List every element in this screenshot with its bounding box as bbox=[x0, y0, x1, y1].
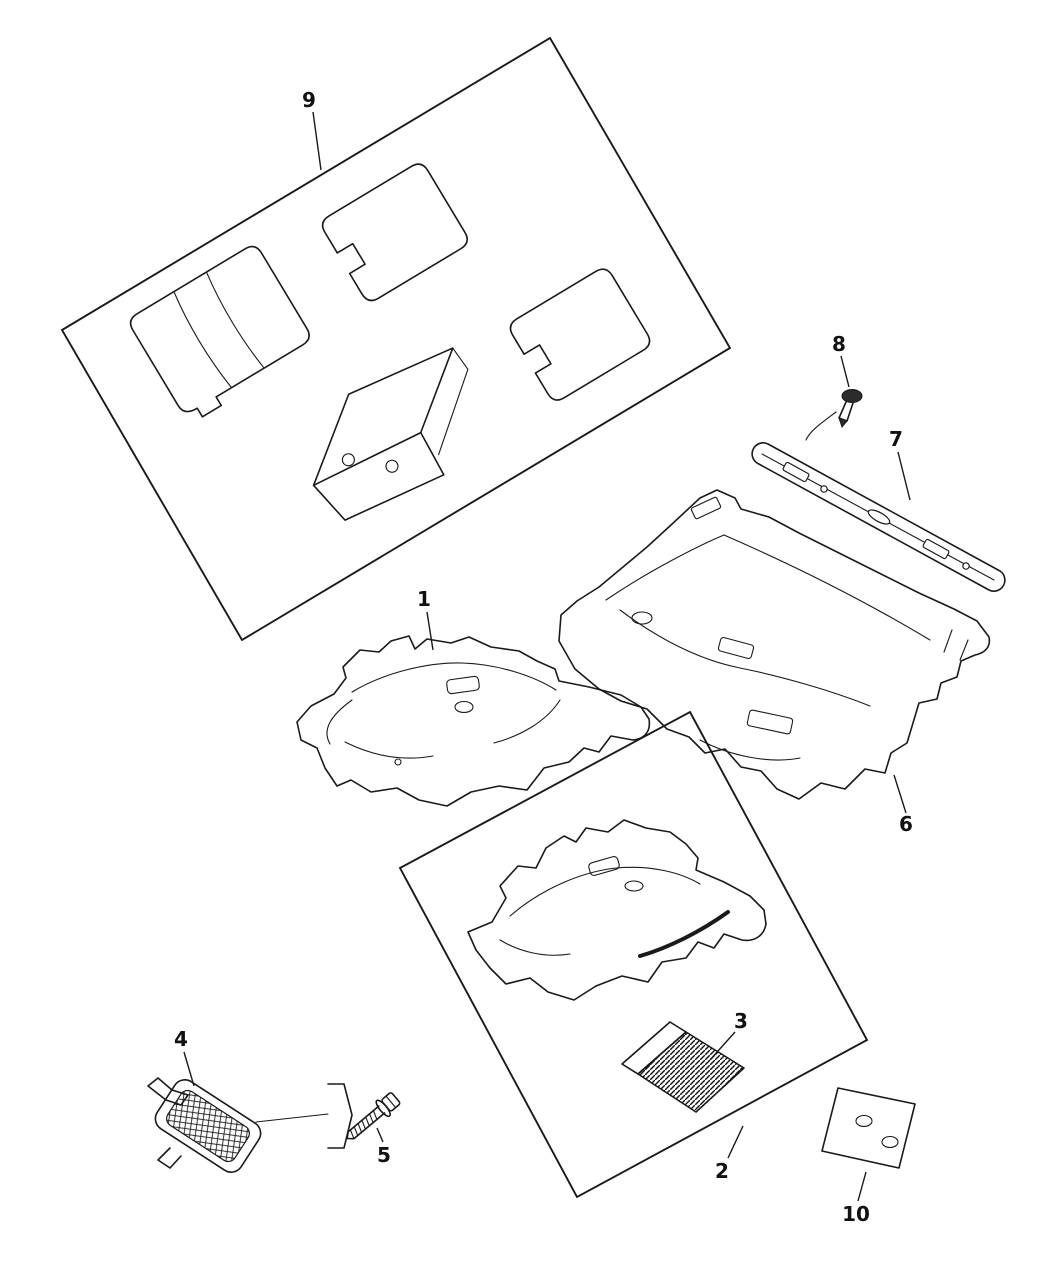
footrest-pad-hatched bbox=[637, 1031, 745, 1113]
dead-pedal-outer bbox=[154, 1079, 262, 1173]
front-carpet-seam-2 bbox=[493, 699, 561, 744]
rear-carpet-rib-1 bbox=[943, 629, 953, 653]
kit-carpet-outline bbox=[467, 819, 767, 1001]
repair-patch-group bbox=[821, 1087, 916, 1169]
sill-slot-1 bbox=[782, 461, 810, 483]
front-carpet-inner-contour bbox=[351, 662, 557, 693]
callout-2-label: 2 bbox=[715, 1159, 729, 1183]
rear-carpet-rib-2 bbox=[959, 639, 969, 661]
callout-2-leader bbox=[727, 1125, 744, 1159]
callout-9-leader bbox=[312, 111, 322, 171]
rear-carpet-bowl-contour bbox=[619, 609, 871, 707]
sill-hole-1 bbox=[820, 485, 828, 493]
callout-6-leader bbox=[893, 774, 907, 814]
front-carpet-recess bbox=[446, 675, 480, 695]
sill-oval bbox=[867, 509, 891, 525]
footrest-pad-group bbox=[621, 1021, 745, 1113]
kit-carpet-recess bbox=[588, 856, 620, 876]
callout-1-leader bbox=[426, 611, 434, 651]
driver-mat-seam-1 bbox=[173, 291, 233, 389]
callout-labels: 1 2 3 4 5 6 7 8 9 10 bbox=[174, 88, 913, 1226]
rear-carpet-recess-1 bbox=[746, 709, 794, 735]
callout-1-label: 1 bbox=[417, 587, 431, 611]
front-carpet-seam-1 bbox=[344, 741, 434, 759]
callout-8-label: 8 bbox=[832, 332, 846, 356]
folded-front-mat bbox=[312, 347, 469, 521]
screw-head-facet bbox=[385, 1095, 397, 1109]
callout-3-label: 3 bbox=[734, 1009, 748, 1033]
rear-carpet-recess-2 bbox=[717, 636, 755, 660]
kit-boundary-box-2 bbox=[398, 710, 869, 1199]
sill-hole-2 bbox=[962, 562, 970, 570]
callout-3-leader bbox=[709, 1031, 736, 1061]
dead-pedal-foot-tab bbox=[157, 1147, 182, 1169]
fastener-install-curve bbox=[805, 411, 837, 441]
rear-carpet-tab-slot bbox=[690, 496, 722, 520]
rear-floor-mat-a bbox=[321, 163, 468, 302]
leader-lines bbox=[183, 111, 911, 1202]
driver-mat-outline bbox=[129, 245, 310, 418]
callout-6-label: 6 bbox=[899, 812, 913, 836]
floor-mats-rotated-group bbox=[129, 163, 651, 521]
mat-grommet-2 bbox=[385, 459, 399, 473]
floor-mat-kit-group bbox=[60, 36, 732, 642]
rear-carpet-inner-right bbox=[723, 534, 931, 641]
dead-pedal-mesh bbox=[166, 1089, 250, 1163]
folded-mat-fold-line bbox=[438, 347, 469, 456]
rear-carpet-inner-top bbox=[605, 534, 725, 601]
front-carpet-outline bbox=[296, 635, 651, 807]
sill-slot-2 bbox=[922, 538, 950, 560]
kit-carpet-edge-band bbox=[638, 910, 730, 958]
rear-carpet-oval-hole bbox=[631, 611, 653, 625]
front-carpet-left-wall bbox=[326, 699, 353, 745]
assembly-brace bbox=[327, 1083, 353, 1149]
callout-5-label: 5 bbox=[377, 1143, 391, 1167]
front-carpet-oval-hole bbox=[454, 700, 474, 714]
screw-group bbox=[346, 1092, 401, 1140]
rear-mat-a-outline bbox=[321, 163, 468, 302]
carpet-kit-group bbox=[398, 710, 869, 1199]
callout-7-leader bbox=[897, 451, 911, 501]
screw-threads bbox=[349, 1110, 378, 1140]
rear-mat-b-outline bbox=[509, 268, 651, 401]
driver-floor-mat bbox=[129, 245, 310, 418]
patch-outline bbox=[821, 1087, 916, 1169]
dead-pedal-pad bbox=[154, 1079, 262, 1173]
sill-scuff-plate-group bbox=[751, 442, 1006, 592]
callout-9-label: 9 bbox=[302, 88, 316, 112]
push-pin-fastener-group bbox=[805, 389, 863, 441]
kit-carpet-oval-hole bbox=[624, 880, 644, 892]
fastener-tip bbox=[838, 417, 848, 429]
mat-grommet-1 bbox=[341, 453, 355, 467]
callout-7-label: 7 bbox=[889, 427, 903, 451]
dead-pedal-pointer-line bbox=[255, 1113, 329, 1123]
rear-carpet-group bbox=[558, 489, 991, 800]
sill-plate-outline bbox=[751, 442, 1006, 592]
front-carpet-grommet bbox=[394, 758, 402, 766]
folded-mat-front-face bbox=[312, 431, 445, 521]
kit-carpet-seam bbox=[499, 939, 571, 956]
fastener-stem bbox=[838, 401, 854, 422]
dead-pedal-group bbox=[147, 1077, 353, 1173]
rear-carpet-outline bbox=[558, 489, 991, 800]
rear-floor-mat-b bbox=[509, 268, 651, 401]
kit-carpet-inner-contour bbox=[509, 866, 701, 917]
callout-4-leader bbox=[183, 1051, 195, 1087]
callout-10-leader bbox=[857, 1171, 867, 1202]
callout-4-label: 4 bbox=[174, 1027, 188, 1051]
kit-boundary-box-9 bbox=[60, 36, 732, 642]
callout-10-label: 10 bbox=[842, 1202, 870, 1226]
driver-mat-seam-2 bbox=[205, 271, 265, 369]
patch-hole-2 bbox=[881, 1135, 899, 1149]
front-carpet-left-group bbox=[296, 635, 651, 807]
patch-hole-1 bbox=[855, 1114, 873, 1128]
fastener-head bbox=[841, 389, 863, 403]
rear-carpet-seam-bottom bbox=[699, 739, 801, 761]
callout-8-leader bbox=[840, 355, 850, 388]
callout-5-leader bbox=[376, 1127, 384, 1143]
